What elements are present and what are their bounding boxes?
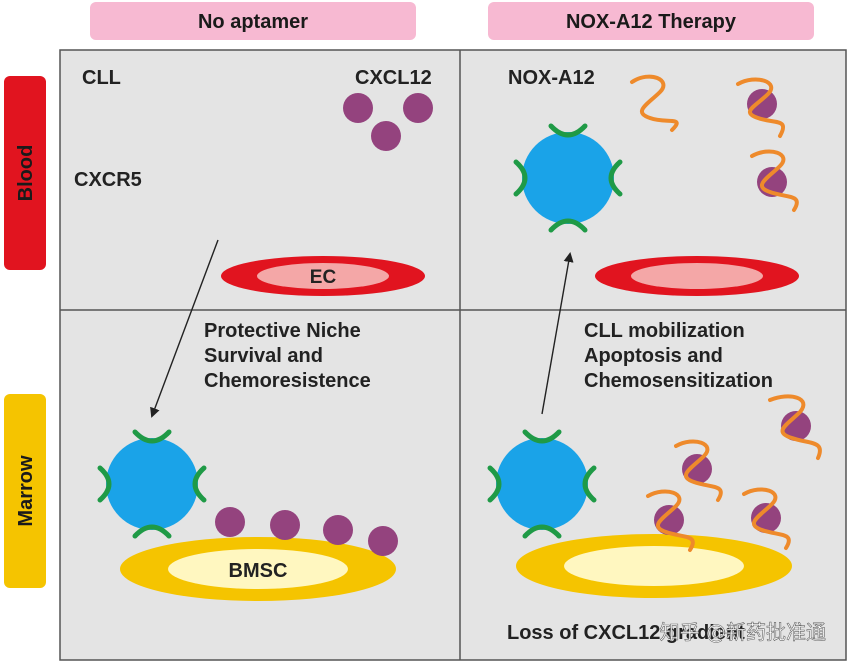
cxcr4-receptor: [487, 465, 502, 503]
watermark: 知乎 @新药批准通: [660, 620, 826, 644]
bmsc-label: BMSC: [229, 560, 288, 582]
cxcl12-chemokine: [323, 515, 353, 545]
effect-line2: Apoptosis and: [584, 345, 723, 367]
cxcr4-receptor: [132, 524, 172, 539]
nox-a12-aptamer: [736, 77, 786, 138]
cll-cell-marrow-left: [97, 429, 207, 539]
blood-label: Blood: [15, 145, 37, 202]
ec-inner: [631, 263, 763, 289]
aptamer-bound-chemokine: [736, 77, 786, 138]
aptamer-bound-chemokine: [750, 149, 799, 212]
homing-arrow: [150, 239, 219, 418]
nox-a12-aptamer: [742, 487, 791, 550]
cxcl12-chemokine: [215, 507, 245, 537]
marrow-bar: [4, 394, 46, 588]
header-nox-a12-therapy: NOX-A12 Therapy: [566, 11, 737, 33]
cxcr4-receptor: [548, 123, 588, 138]
bmsc-inner: [168, 549, 348, 589]
header-box-right: [488, 2, 814, 40]
cxcr4-receptor: [132, 429, 172, 444]
cll-label: CLL: [82, 67, 121, 89]
aptamer-bound-chemokine: [674, 439, 723, 502]
cxcr4-receptor: [522, 524, 562, 539]
nox-a12-aptamer: [768, 394, 822, 460]
nox-a12-aptamer: [630, 74, 679, 132]
effect-line2: Survival and: [204, 345, 323, 367]
nox-a12-aptamer: [750, 149, 799, 212]
cxcr4-receptor: [522, 429, 562, 444]
aptamer-bound-chemokine: [646, 489, 695, 552]
cxcr5-label: CXCR5: [74, 169, 142, 191]
cll-cell: [106, 438, 198, 530]
nox-a12-aptamer: [646, 489, 695, 552]
cxcr4-receptor: [513, 159, 528, 197]
cxcr4-receptor: [548, 218, 588, 233]
cll-cell: [496, 438, 588, 530]
effect-line3: Chemoresistence: [204, 370, 371, 392]
blood-bar: [4, 76, 46, 270]
effect-line1: CLL mobilization: [584, 320, 745, 342]
nox-a12-label: NOX-A12: [508, 67, 595, 89]
cxcr4-receptor: [192, 465, 207, 503]
cxcr4-receptor: [582, 465, 597, 503]
cxcr4-receptor: [608, 159, 623, 197]
cll-cell: [522, 132, 614, 224]
cxcl12-chemokine: [751, 503, 781, 533]
mobilization-arrow: [541, 252, 574, 415]
header-no-aptamer: No aptamer: [198, 11, 308, 33]
cxcl12-chemokine: [747, 89, 777, 119]
cxcr4-receptor: [97, 465, 112, 503]
ec-inner: [257, 263, 389, 289]
bmsc-inner: [564, 546, 744, 586]
cxcl12-chemokine: [403, 93, 433, 123]
cxcl12-chemokine: [343, 93, 373, 123]
cxcl12-chemokine: [682, 454, 712, 484]
cxcl12-chemokine: [781, 411, 811, 441]
cxcl12-chemokine: [654, 505, 684, 535]
header-box-left: [90, 2, 416, 40]
cxcl12-label: CXCL12: [355, 67, 432, 89]
cll-cell-marrow-right: [487, 429, 597, 539]
cxcl12-chemokine: [371, 121, 401, 151]
marrow-label: Marrow: [15, 455, 37, 527]
aptamer-bound-chemokine: [742, 487, 791, 550]
aptamer-bound-chemokine: [768, 394, 822, 460]
effect-line1: Protective Niche: [204, 320, 361, 342]
nox-a12-aptamer: [674, 439, 723, 502]
cxcl12-chemokine: [368, 526, 398, 556]
loss-of-gradient-label: Loss of CXCL12 gradient: [507, 622, 745, 644]
ec-label: EC: [310, 267, 337, 288]
effect-line3: Chemosensitization: [584, 370, 773, 392]
cxcl12-chemokine: [270, 510, 300, 540]
cll-cell-blood-right: [513, 123, 623, 233]
